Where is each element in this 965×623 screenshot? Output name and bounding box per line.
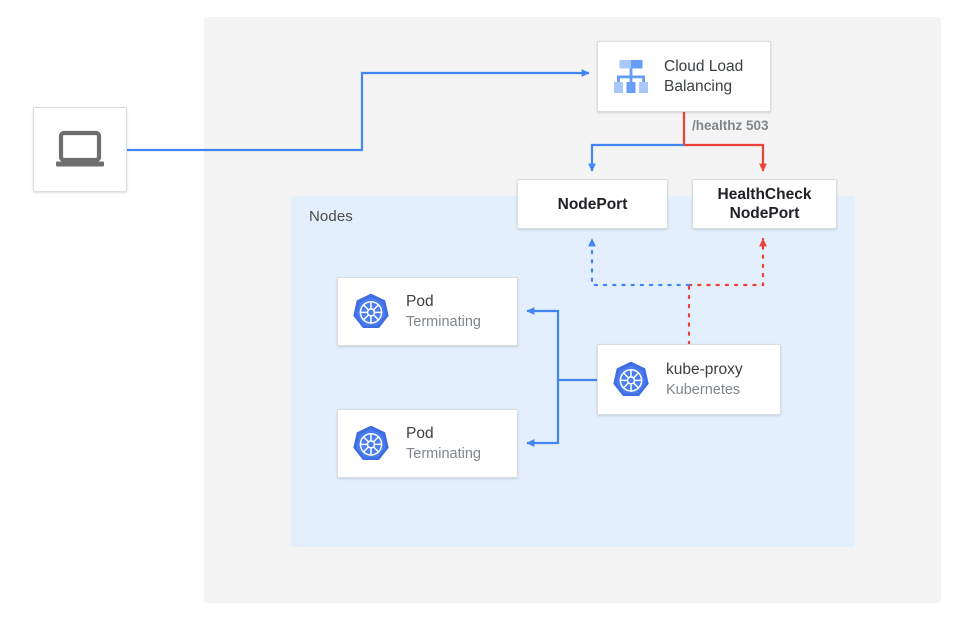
healthcheck-nodeport-label-line2: NodePort — [729, 205, 800, 222]
kubernetes-icon — [351, 292, 391, 332]
edge-kubeproxy-to-healthcheck-nodeport — [687, 237, 767, 287]
healthcheck-nodeport-label: HealthCheck NodePort — [693, 185, 836, 223]
kube-proxy-node[interactable]: kube-proxy Kubernetes — [597, 344, 781, 415]
pod-status-1: Terminating — [406, 313, 481, 330]
healthz-edge-label: /healthz 503 — [692, 118, 769, 133]
pod-node-1[interactable]: Pod Terminating — [337, 277, 518, 346]
panel-nodes-label: Nodes — [309, 208, 353, 225]
edge-kubeproxy-to-pods — [526, 307, 597, 447]
cloud-load-balancing-icon — [610, 57, 652, 97]
healthcheck-nodeport-label-line1: HealthCheck — [717, 186, 812, 203]
cloud-load-balancing-title: Cloud Load — [664, 57, 744, 75]
edge-client-to-load-balancer — [127, 69, 590, 152]
pod-label-1: Pod Terminating — [406, 292, 481, 332]
pod-title-2: Pod — [406, 424, 434, 442]
pod-label-2: Pod Terminating — [406, 424, 481, 464]
nodeport-node[interactable]: NodePort — [517, 179, 668, 229]
cloud-load-balancing-title-line2: Balancing — [664, 77, 733, 95]
kube-proxy-subtitle: Kubernetes — [666, 381, 741, 398]
client-node[interactable] — [33, 107, 127, 192]
cloud-load-balancing-node[interactable]: Cloud Load Balancing — [597, 41, 771, 112]
healthcheck-nodeport-node[interactable]: HealthCheck NodePort — [692, 179, 837, 229]
kube-proxy-title: kube-proxy — [666, 360, 743, 378]
nodeport-label: NodePort — [557, 195, 628, 213]
edge-kubeproxy-to-nodeport — [588, 237, 691, 287]
kubernetes-icon — [351, 424, 391, 464]
kube-proxy-label: kube-proxy Kubernetes — [666, 360, 743, 400]
pod-status-2: Terminating — [406, 445, 481, 462]
edge-load-balancer-to-nodeport — [588, 143, 684, 172]
pod-title-1: Pod — [406, 292, 434, 310]
kubernetes-icon — [611, 360, 651, 400]
cloud-load-balancing-label: Cloud Load Balancing — [664, 57, 743, 97]
edge-load-balancer-healthz — [682, 112, 767, 172]
pod-node-2[interactable]: Pod Terminating — [337, 409, 518, 478]
laptop-icon — [54, 130, 106, 170]
